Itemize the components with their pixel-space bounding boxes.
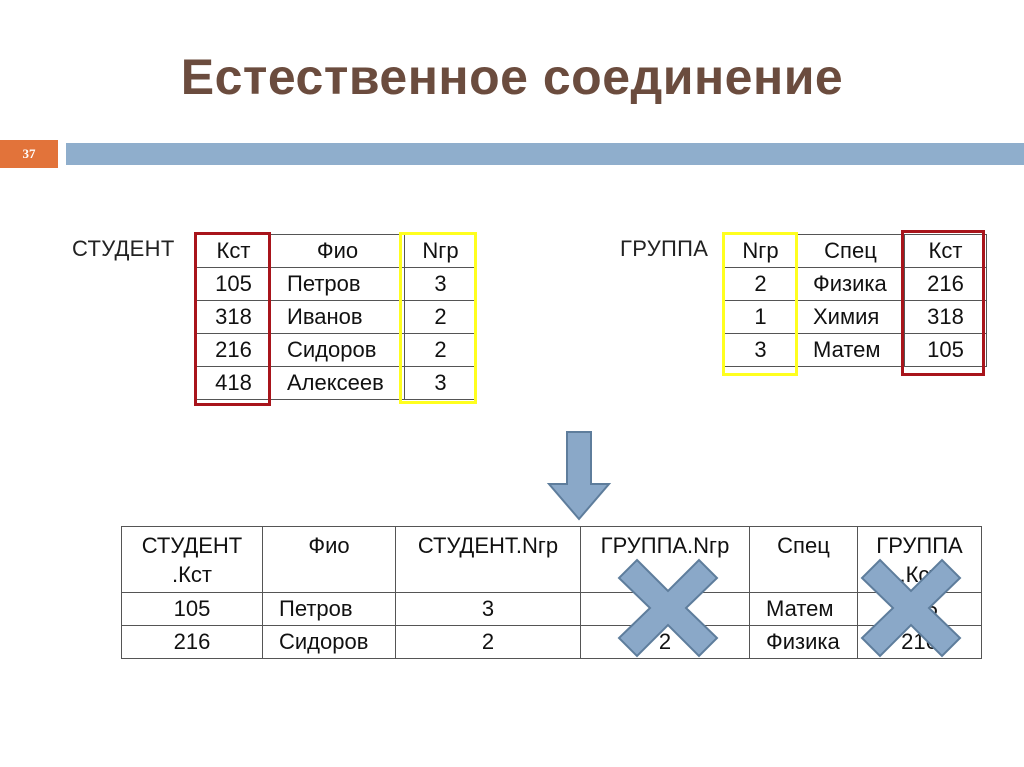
- table-header-cell: СТУДЕНТ.Nгр: [395, 526, 581, 593]
- table-row: Nгр Спец Кст: [724, 234, 987, 268]
- student-table-label: СТУДЕНТ: [72, 236, 175, 261]
- table-row: 1 Химия 318: [724, 300, 987, 334]
- slide-title: Естественное соединение: [180, 49, 844, 105]
- table-header-cell: Фио: [262, 526, 396, 593]
- table-cell: 3: [404, 366, 477, 400]
- table-cell: Алексеев: [270, 366, 405, 400]
- table-cell: 216: [121, 625, 263, 659]
- table-header-cell: СТУДЕНТ .Кст: [121, 526, 263, 593]
- table-row: 105 Петров 3: [196, 267, 477, 301]
- table-cell: Химия: [796, 300, 905, 334]
- slide-number: 37: [22, 146, 36, 161]
- table-cell: 2: [404, 300, 477, 334]
- table-cell: 2: [724, 267, 797, 301]
- down-arrow-icon: [546, 431, 612, 521]
- table-row: 216 Сидоров 2 2 Физика 216: [121, 625, 982, 659]
- table-cell: 1: [724, 300, 797, 334]
- table-cell: 105: [904, 333, 987, 367]
- header-line: Фио: [308, 533, 350, 558]
- table-cell: 318: [196, 300, 271, 334]
- result-table: СТУДЕНТ .Кст Фио СТУДЕНТ.Nгр ГРУППА.Nгр …: [121, 526, 982, 659]
- cross-icon: [860, 558, 962, 658]
- table-row: 105 Петров 3 3 Матем 105: [121, 592, 982, 626]
- table-cell: 418: [196, 366, 271, 400]
- table-header-cell: Кст: [904, 234, 987, 268]
- table-row: СТУДЕНТ .Кст Фио СТУДЕНТ.Nгр ГРУППА.Nгр …: [121, 526, 982, 593]
- table-cell: Сидоров: [270, 333, 405, 367]
- table-cell: Петров: [270, 267, 405, 301]
- slide-number-box: [0, 140, 58, 168]
- group-table-label: ГРУППА: [620, 236, 709, 261]
- header-line: ГРУППА.Nгр: [600, 533, 730, 558]
- table-cell: Иванов: [270, 300, 405, 334]
- table-header-cell: Nгр: [404, 234, 477, 268]
- table-header-cell: ГРУППА.Nгр: [580, 526, 750, 593]
- table-cell: Матем: [749, 592, 858, 626]
- header-line: .Кст: [171, 562, 212, 587]
- table-cell: 2: [395, 625, 581, 659]
- table-cell: Петров: [262, 592, 396, 626]
- table-cell: 105: [121, 592, 263, 626]
- table-header-cell: Nгр: [724, 234, 797, 268]
- table-row: 3 Матем 105: [724, 333, 987, 367]
- header-line: ГРУППА: [876, 533, 963, 558]
- cross-icon: [617, 558, 719, 658]
- table-cell: 216: [904, 267, 987, 301]
- table-cell: 2: [404, 333, 477, 367]
- header-line: Спец: [777, 533, 830, 558]
- table-cell: 3: [724, 333, 797, 367]
- group-table: Nгр Спец Кст 2 Физика 216 1 Химия 318 3 …: [724, 234, 987, 367]
- table-row: Кст Фио Nгр: [196, 234, 477, 268]
- table-row: 2 Физика 216: [724, 267, 987, 301]
- table-row: 216 Сидоров 2: [196, 333, 477, 367]
- header-line: СТУДЕНТ: [141, 533, 243, 558]
- table-cell: 3: [404, 267, 477, 301]
- table-header-cell: Кст: [196, 234, 271, 268]
- table-row: 418 Алексеев 3: [196, 366, 477, 400]
- table-cell: Сидоров: [262, 625, 396, 659]
- table-header-cell: Спец: [749, 526, 858, 593]
- table-header-cell: Фио: [270, 234, 405, 268]
- table-cell: 105: [196, 267, 271, 301]
- table-row: 318 Иванов 2: [196, 300, 477, 334]
- table-cell: Физика: [796, 267, 905, 301]
- table-cell: Матем: [796, 333, 905, 367]
- header-bar: [66, 143, 1024, 165]
- table-cell: 216: [196, 333, 271, 367]
- table-cell: 3: [395, 592, 581, 626]
- student-table: Кст Фио Nгр 105 Петров 3 318 Иванов 2 21…: [196, 234, 477, 400]
- header-line: СТУДЕНТ.Nгр: [417, 533, 559, 558]
- table-header-cell: Спец: [796, 234, 905, 268]
- table-cell: Физика: [749, 625, 858, 659]
- table-cell: 318: [904, 300, 987, 334]
